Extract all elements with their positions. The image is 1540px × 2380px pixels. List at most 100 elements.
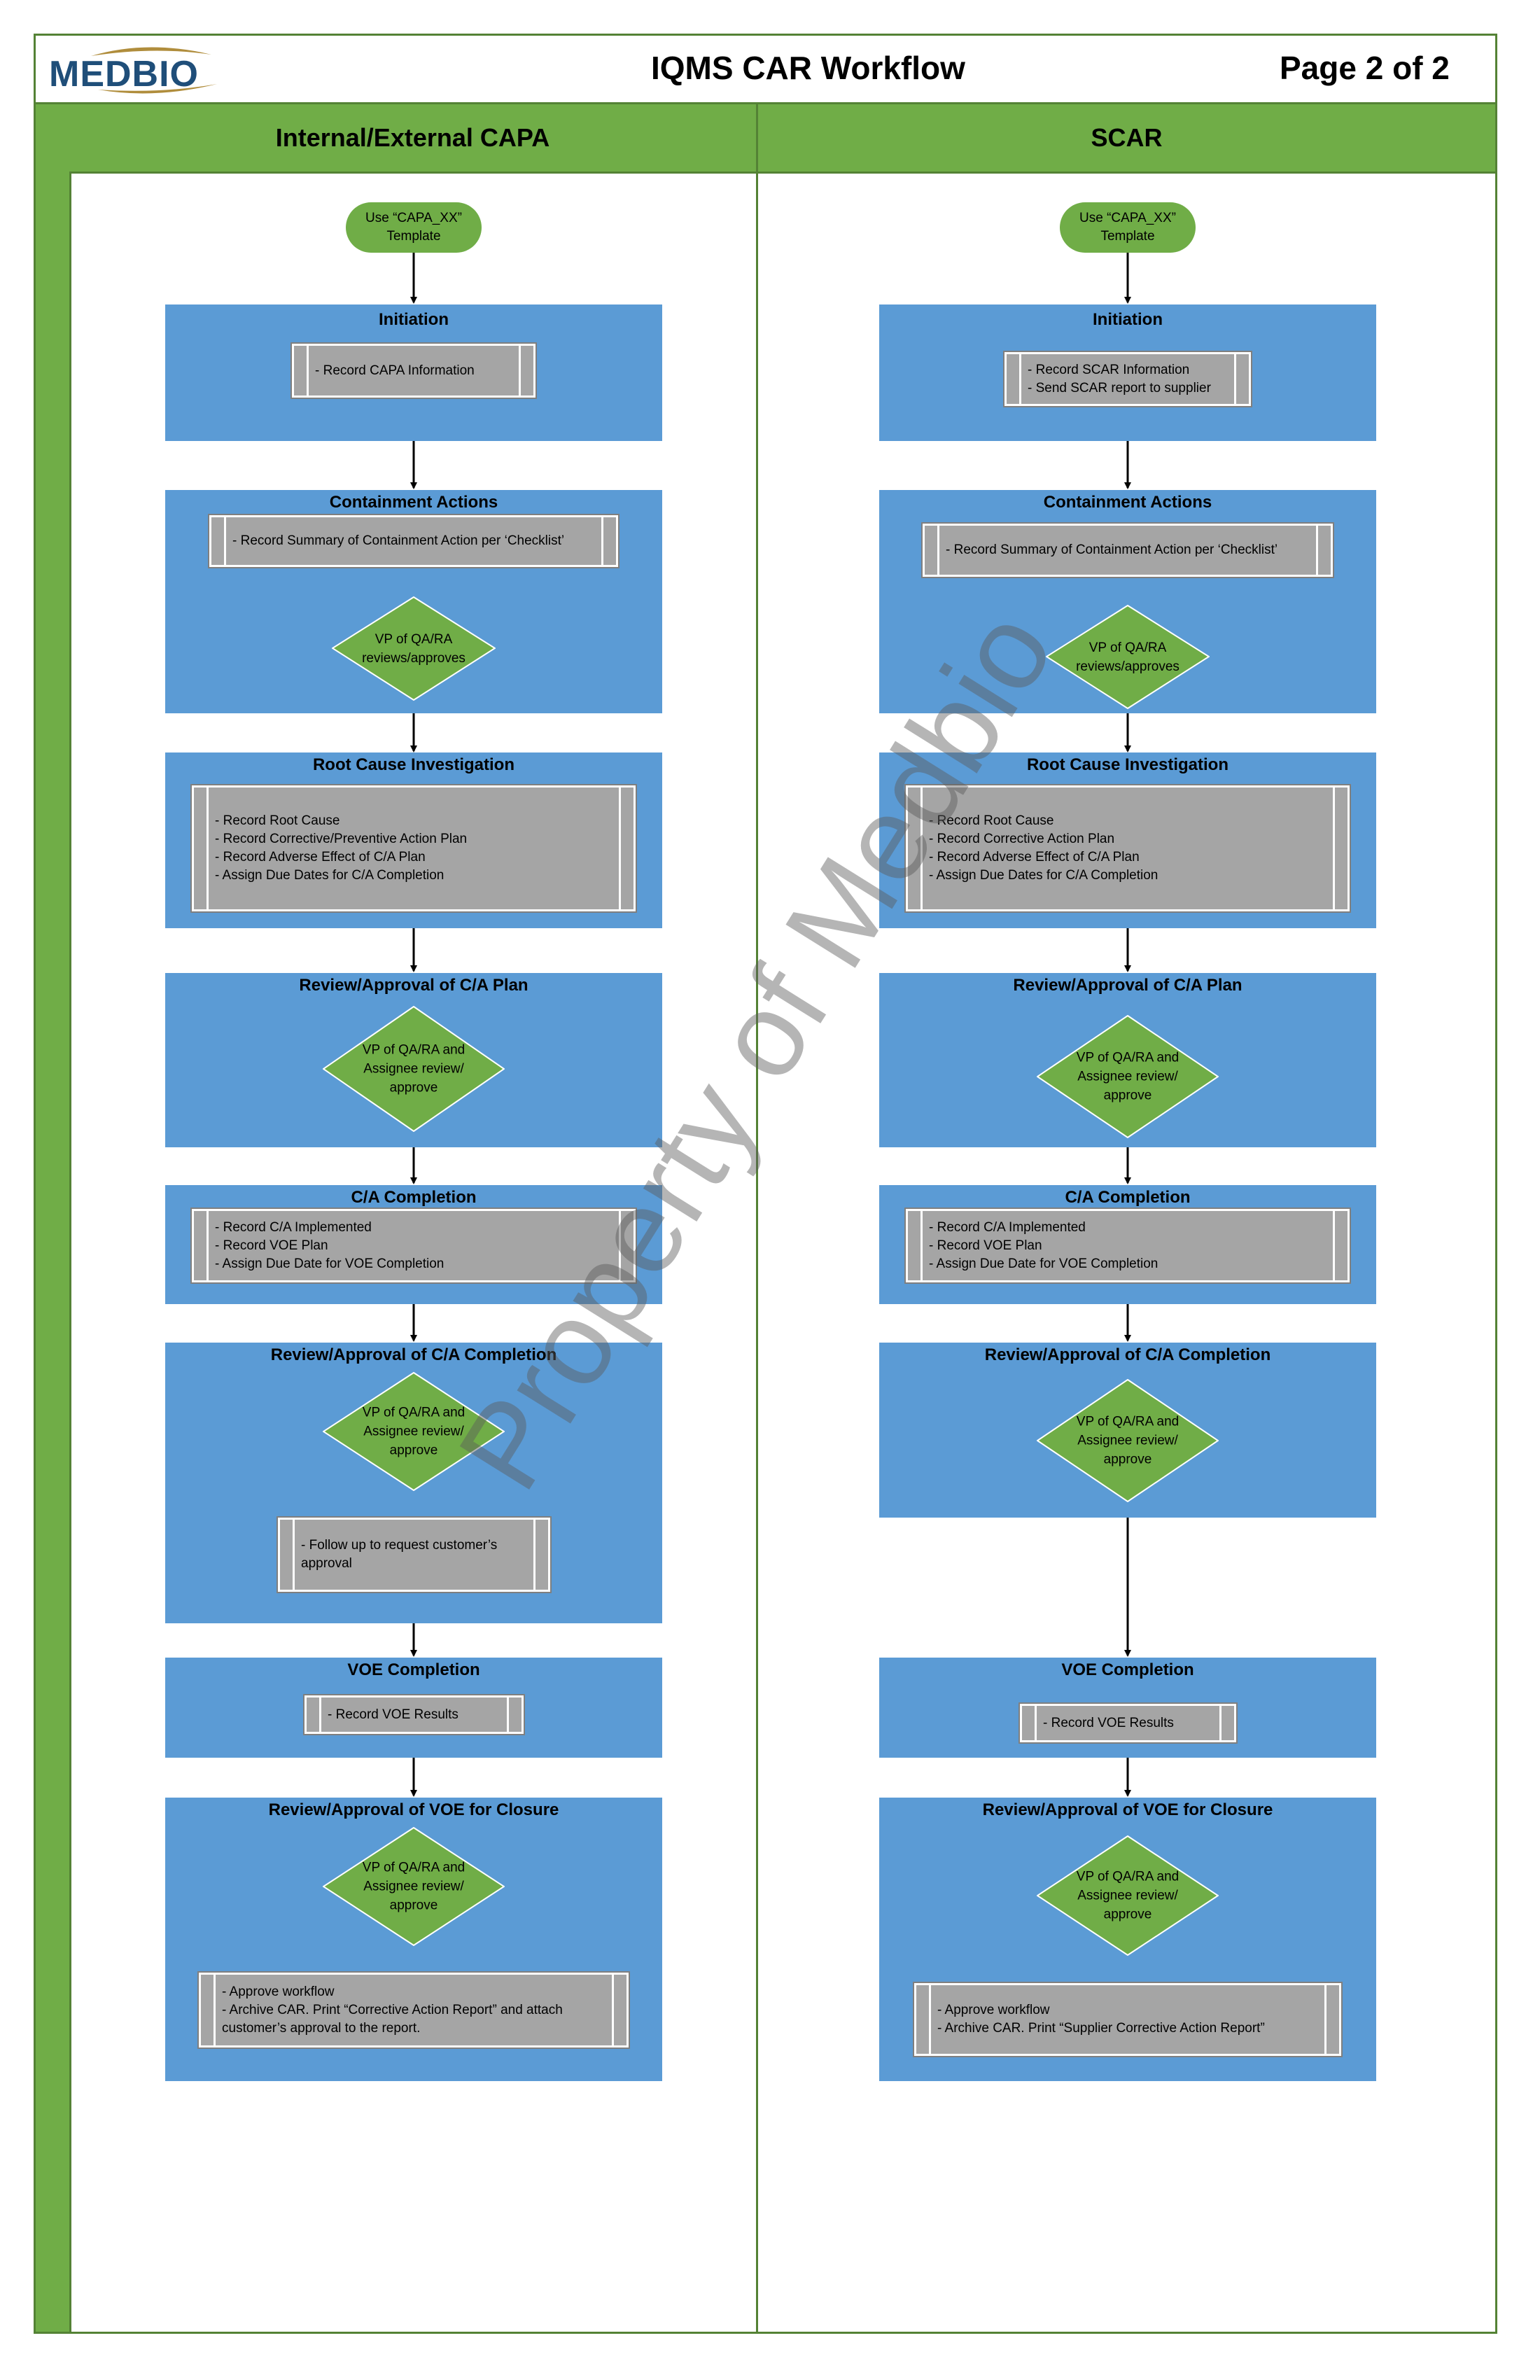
task-line: - Record Adverse Effect of C/A Plan [929,850,1140,864]
decision-line: VP of QA/RA and [362,1860,465,1875]
task-approve-archive-car: - Approve workflow - Archive CAR. Print … [199,1973,629,2047]
start-line: Template [386,229,441,244]
decision-line: VP of QA/RA and [1076,1869,1180,1884]
lane-header-scar: SCAR [758,104,1495,174]
task-line: - Assign Due Date for VOE Completion [215,1256,444,1271]
task-line: - Record Summary of Containment Action p… [946,542,1278,557]
decision-line: approve [1103,1907,1152,1922]
task-line: - Record VOE Results [328,1707,458,1722]
decision-line: VP of QA/RA and [362,1405,465,1420]
task-line: - Record Root Cause [215,813,340,828]
decision-line: VP of QA/RA and [1076,1050,1180,1065]
lane-divider [756,104,758,2332]
task-containment-summary: - Record Summary of Containment Action p… [923,524,1333,577]
start-line: Use “CAPA_XX” [365,211,462,225]
task-record-voe-results: - Record VOE Results [1020,1704,1236,1742]
decision-line: Assignee review/ [1077,1433,1178,1448]
start-line: Template [1100,229,1155,244]
task-line: - Record VOE Plan [929,1238,1042,1253]
task-line: - Send SCAR report to supplier [1028,380,1211,396]
task-record-voe-results: - Record VOE Results [304,1695,524,1734]
task-ca-implemented: - Record C/A Implemented - Record VOE Pl… [192,1209,636,1282]
task-line: - Assign Due Date for VOE Completion [929,1256,1158,1271]
task-line: - Record VOE Results [1043,1715,1174,1730]
phase-title: Review/Approval of C/A Plan [299,976,528,995]
task-record-scar-info: - Record SCAR Information - Send SCAR re… [1004,352,1251,406]
task-containment-summary: - Record Summary of Containment Action p… [209,515,618,567]
page-number: Page 2 of 2 [1280,50,1450,86]
phase-title: Root Cause Investigation [312,755,515,774]
phase-title: VOE Completion [347,1660,480,1679]
task-line: - Record SCAR Information [1028,362,1190,377]
task-record-capa-info: - Record CAPA Information [292,344,536,398]
task-line: - Record VOE Plan [215,1238,328,1253]
task-line: - Assign Due Dates for C/A Completion [929,868,1158,883]
decision-line: reviews/approves [362,650,465,666]
phase-title: Containment Actions [329,493,498,512]
task-line: - Record CAPA Information [315,363,475,378]
decision-line: approve [389,1443,438,1458]
phase-title: C/A Completion [1065,1188,1191,1207]
start-line: Use “CAPA_XX” [1079,211,1176,225]
phase-title: Review/Approval of C/A Completion [984,1345,1271,1364]
header-bar [34,34,1497,104]
decision-line: reviews/approves [1076,659,1180,674]
decision-line: VP of QA/RA [1088,640,1167,655]
task-root-cause-record: - Record Root Cause - Record Corrective … [906,785,1350,911]
task-line: - Record C/A Implemented [929,1219,1086,1235]
medbio-logo: MEDBIO [49,41,238,98]
phase-title: Initiation [1093,310,1163,329]
phase-title: Review/Approval of VOE for Closure [982,1800,1273,1819]
phase-title: Review/Approval of VOE for Closure [268,1800,559,1819]
phase-title: Review/Approval of C/A Plan [1013,976,1242,995]
task-line: - Approve workflow [937,2003,1050,2017]
task-line: - Archive CAR. Print “Supplier Correctiv… [937,2021,1265,2036]
task-line: - Approve workflow [222,1984,335,1999]
task-customer-approval-followup: - Follow up to request customer’s approv… [278,1518,550,1592]
decision-containment-approval: VP of QA/RA reviews/approves [332,596,496,701]
decision-line: VP of QA/RA [374,631,453,647]
decision-line: Assignee review/ [363,1061,464,1077]
decision-line: Assignee review/ [363,1879,464,1894]
task-ca-implemented: - Record C/A Implemented - Record VOE Pl… [906,1209,1350,1282]
decision-line: approve [389,1898,438,1913]
decision-line: approve [1103,1088,1152,1103]
task-line: - Record Adverse Effect of C/A Plan [215,850,426,864]
phase-title: C/A Completion [351,1188,477,1207]
phase-title: VOE Completion [1061,1660,1194,1679]
phase-title: Review/Approval of C/A Completion [270,1345,557,1364]
task-line: - Record Summary of Containment Action p… [232,533,565,548]
decision-line: VP of QA/RA and [362,1042,465,1058]
logo-text: MEDBIO [49,54,199,94]
decision-line: Assignee review/ [363,1424,464,1439]
task-line: customer’s approval to the report. [222,2020,421,2036]
task-line: - Assign Due Dates for C/A Completion [215,868,444,883]
task-line: - Follow up to request customer’s [301,1538,498,1553]
phase-title: Containment Actions [1043,493,1212,512]
start-terminator: Use “CAPA_XX” Template [1060,202,1196,253]
phase-title: Root Cause Investigation [1026,755,1229,774]
start-terminator: Use “CAPA_XX” Template [346,202,482,253]
logo-swoosh-icon [91,47,217,94]
document-title: IQMS CAR Workflow [651,50,965,86]
decision-line: Assignee review/ [1077,1888,1178,1903]
task-root-cause-record: - Record Root Cause - Record Corrective/… [192,785,636,911]
task-line: - Archive CAR. Print “Corrective Action … [222,2002,563,2017]
task-line: - Record C/A Implemented [215,1219,372,1235]
task-line: - Record Root Cause [929,813,1054,828]
phase-title: Initiation [379,310,449,329]
task-approve-archive-scar: - Approve workflow - Archive CAR. Print … [914,1983,1341,2056]
left-margin-strip [36,104,71,2332]
decision-line: approve [389,1080,438,1096]
task-line: approval [301,1556,352,1571]
decision-containment-approval: VP of QA/RA reviews/approves [1046,605,1210,709]
task-line: - Record Corrective Action Plan [929,832,1115,846]
decision-line: Assignee review/ [1077,1069,1178,1084]
decision-line: VP of QA/RA and [1076,1414,1180,1429]
